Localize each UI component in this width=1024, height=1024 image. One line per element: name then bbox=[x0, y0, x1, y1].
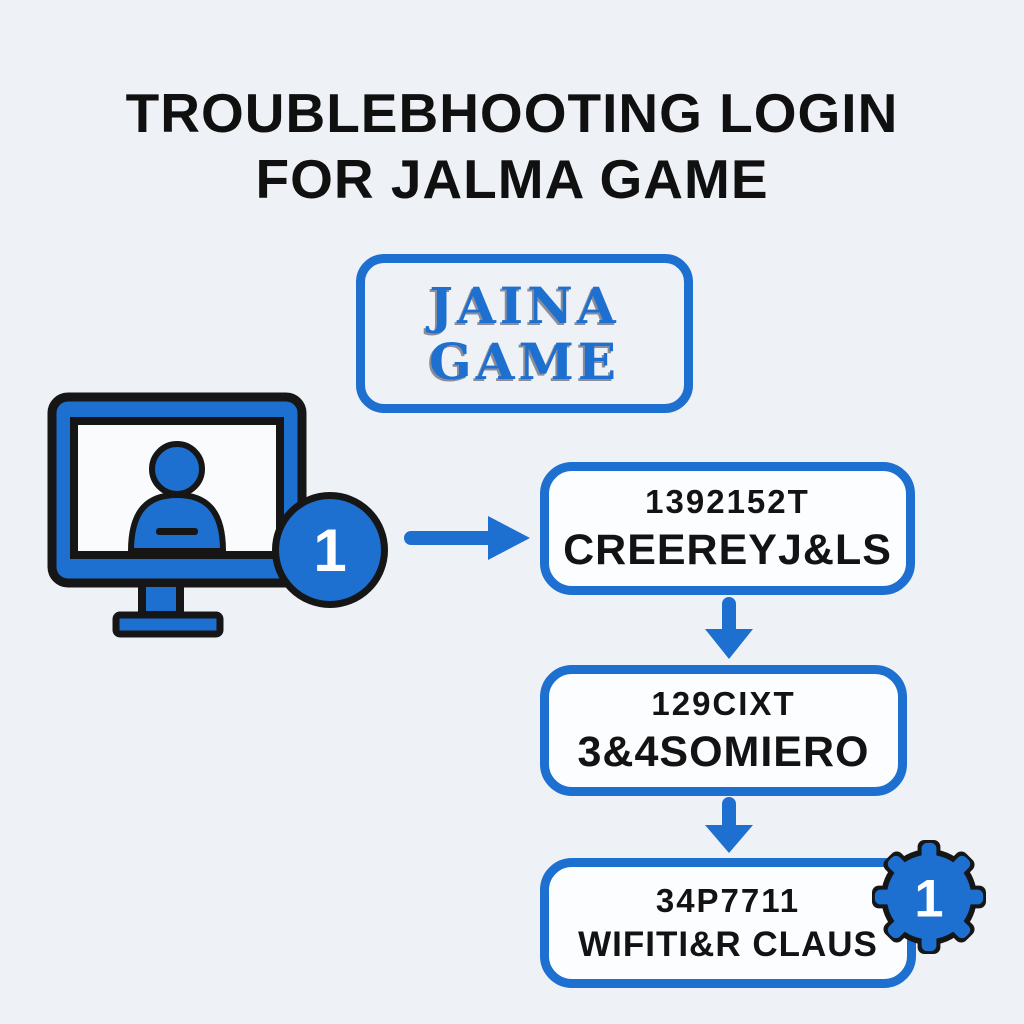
logo-badge-line-2: GAME bbox=[429, 331, 620, 391]
gear-badge-number: 1 bbox=[914, 870, 943, 928]
flow-step-1-label: CREEREYJ&LS bbox=[563, 525, 892, 574]
step-number-badge: 1 bbox=[272, 492, 388, 608]
user-head bbox=[149, 441, 205, 497]
user-body bbox=[128, 492, 226, 554]
gear-body bbox=[874, 842, 984, 952]
monitor-base bbox=[112, 611, 224, 638]
arrow-right-icon bbox=[404, 516, 530, 560]
page-title: TROUBLEBHOOTING LOGIN FOR JALMA GAME bbox=[0, 80, 1024, 212]
gear-icon: 1 bbox=[872, 840, 986, 954]
flow-step-2-code: 129CIXT bbox=[651, 684, 796, 722]
step-number-badge-label: 1 bbox=[313, 516, 347, 584]
monitor-stand bbox=[138, 579, 184, 619]
flow-step-3: 34P7711 WIFITI&R CLAUS bbox=[540, 858, 916, 988]
flow-step-2: 129CIXT 3&4SOMIERO bbox=[540, 665, 907, 796]
logo-badge-line-1: JAINA bbox=[429, 275, 620, 335]
flow-step-1-code: 1392152T bbox=[645, 482, 810, 520]
arrow-down-icon bbox=[705, 597, 753, 659]
flow-step-2-label: 3&4SOMIERO bbox=[577, 727, 870, 776]
flow-step-1: 1392152T CREEREYJ&LS bbox=[540, 462, 915, 595]
flow-step-3-label: WIFITI&R CLAUS bbox=[578, 924, 878, 964]
jaina-game-logo-badge: JAINA GAME bbox=[356, 254, 693, 413]
page-title-line-2: FOR JALMA GAME bbox=[255, 148, 769, 210]
page-title-line-1: TROUBLEBHOOTING LOGIN bbox=[125, 82, 899, 144]
user-chest-line bbox=[156, 528, 198, 535]
monitor-with-user-icon bbox=[47, 392, 307, 638]
flow-step-3-code: 34P7711 bbox=[655, 881, 801, 919]
arrow-down-icon bbox=[705, 797, 753, 853]
